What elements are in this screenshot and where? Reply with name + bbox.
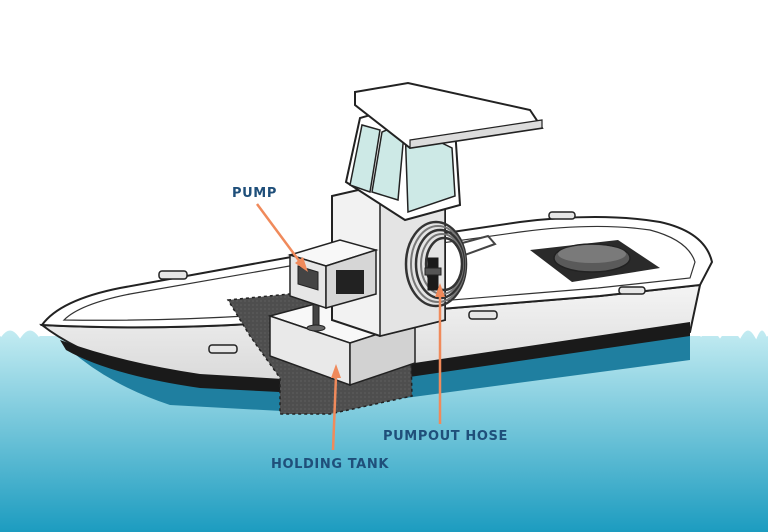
callout-line-pump bbox=[255, 203, 302, 263]
pump-panel bbox=[336, 270, 364, 294]
windshield-left bbox=[349, 124, 381, 194]
callout-arrow-pumpout-hose bbox=[435, 283, 445, 297]
callout-arrow-holding-tank bbox=[331, 364, 341, 378]
callout-line-holding-tank bbox=[331, 375, 338, 451]
callout-arrow-pump bbox=[295, 257, 308, 272]
pumpout-hose-label: PUMPOUT HOSE bbox=[383, 429, 508, 444]
pump-unit bbox=[287, 239, 379, 310]
boat-hull bbox=[38, 211, 714, 412]
hatch-cover-top bbox=[558, 245, 626, 263]
callouts bbox=[255, 203, 445, 451]
hull-stripe bbox=[60, 322, 690, 393]
pump-label: PUMP bbox=[232, 186, 277, 201]
rail bbox=[454, 234, 497, 257]
wave-crests bbox=[0, 327, 768, 340]
cleats bbox=[158, 211, 646, 354]
holding-tank-label: HOLDING TANK bbox=[271, 457, 389, 472]
